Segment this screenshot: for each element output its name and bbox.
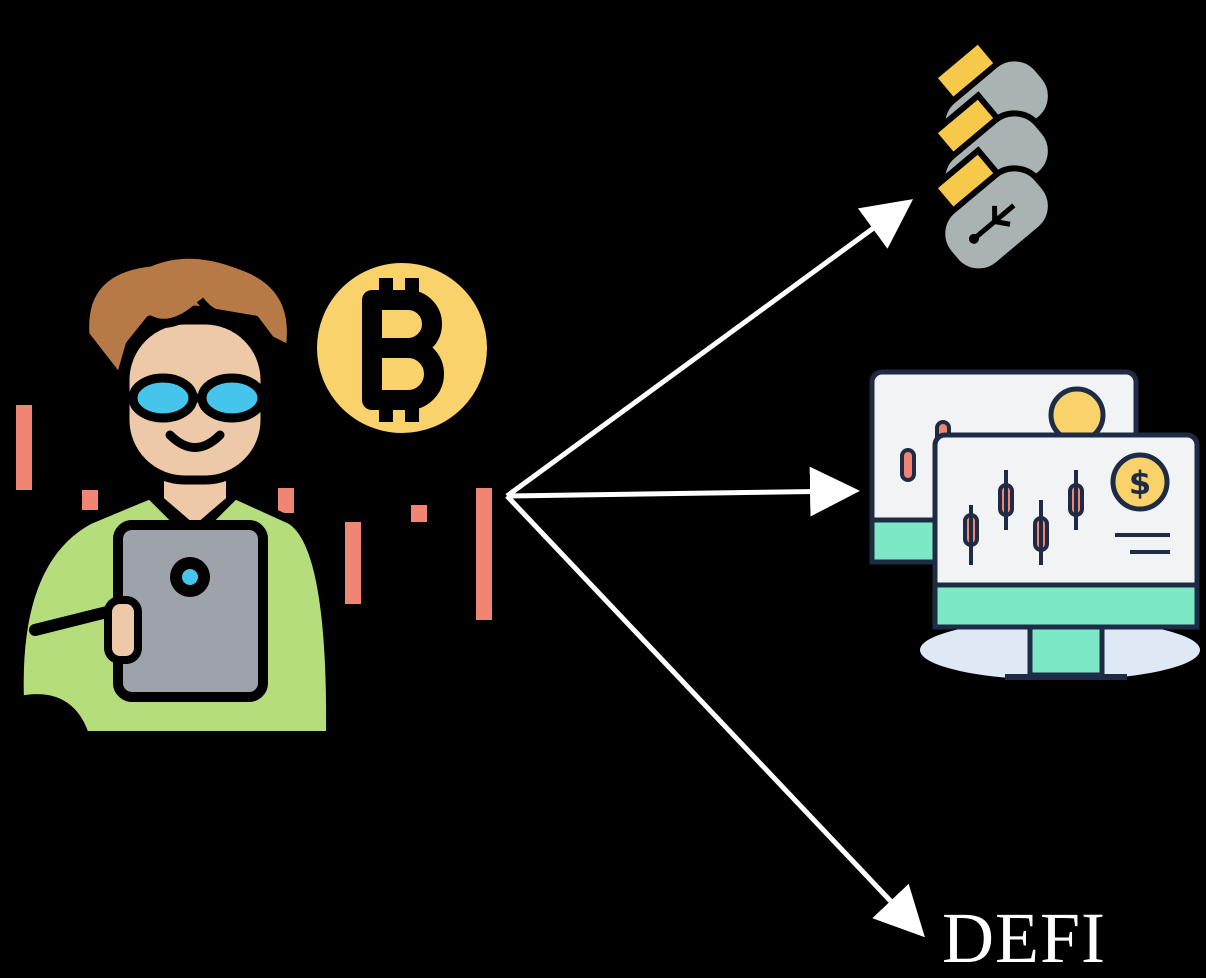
arrow-to-trading-platforms [506, 466, 860, 517]
svg-text:$: $ [1129, 464, 1151, 502]
usb-hardware-wallet-icon [929, 36, 1054, 275]
diagram-arrows [505, 199, 925, 938]
defi-label: DEFI [942, 898, 1106, 978]
candlestick-bars [16, 405, 492, 620]
tablet-icon [104, 520, 268, 702]
bitcoin-icon [307, 253, 497, 443]
arrow-to-hardware-wallets [505, 199, 914, 499]
crypto-trader-icon [15, 249, 497, 739]
trading-monitor-icon: $ [869, 369, 1200, 680]
arrow-to-defi [505, 494, 925, 938]
sunglasses-icon [128, 373, 267, 423]
